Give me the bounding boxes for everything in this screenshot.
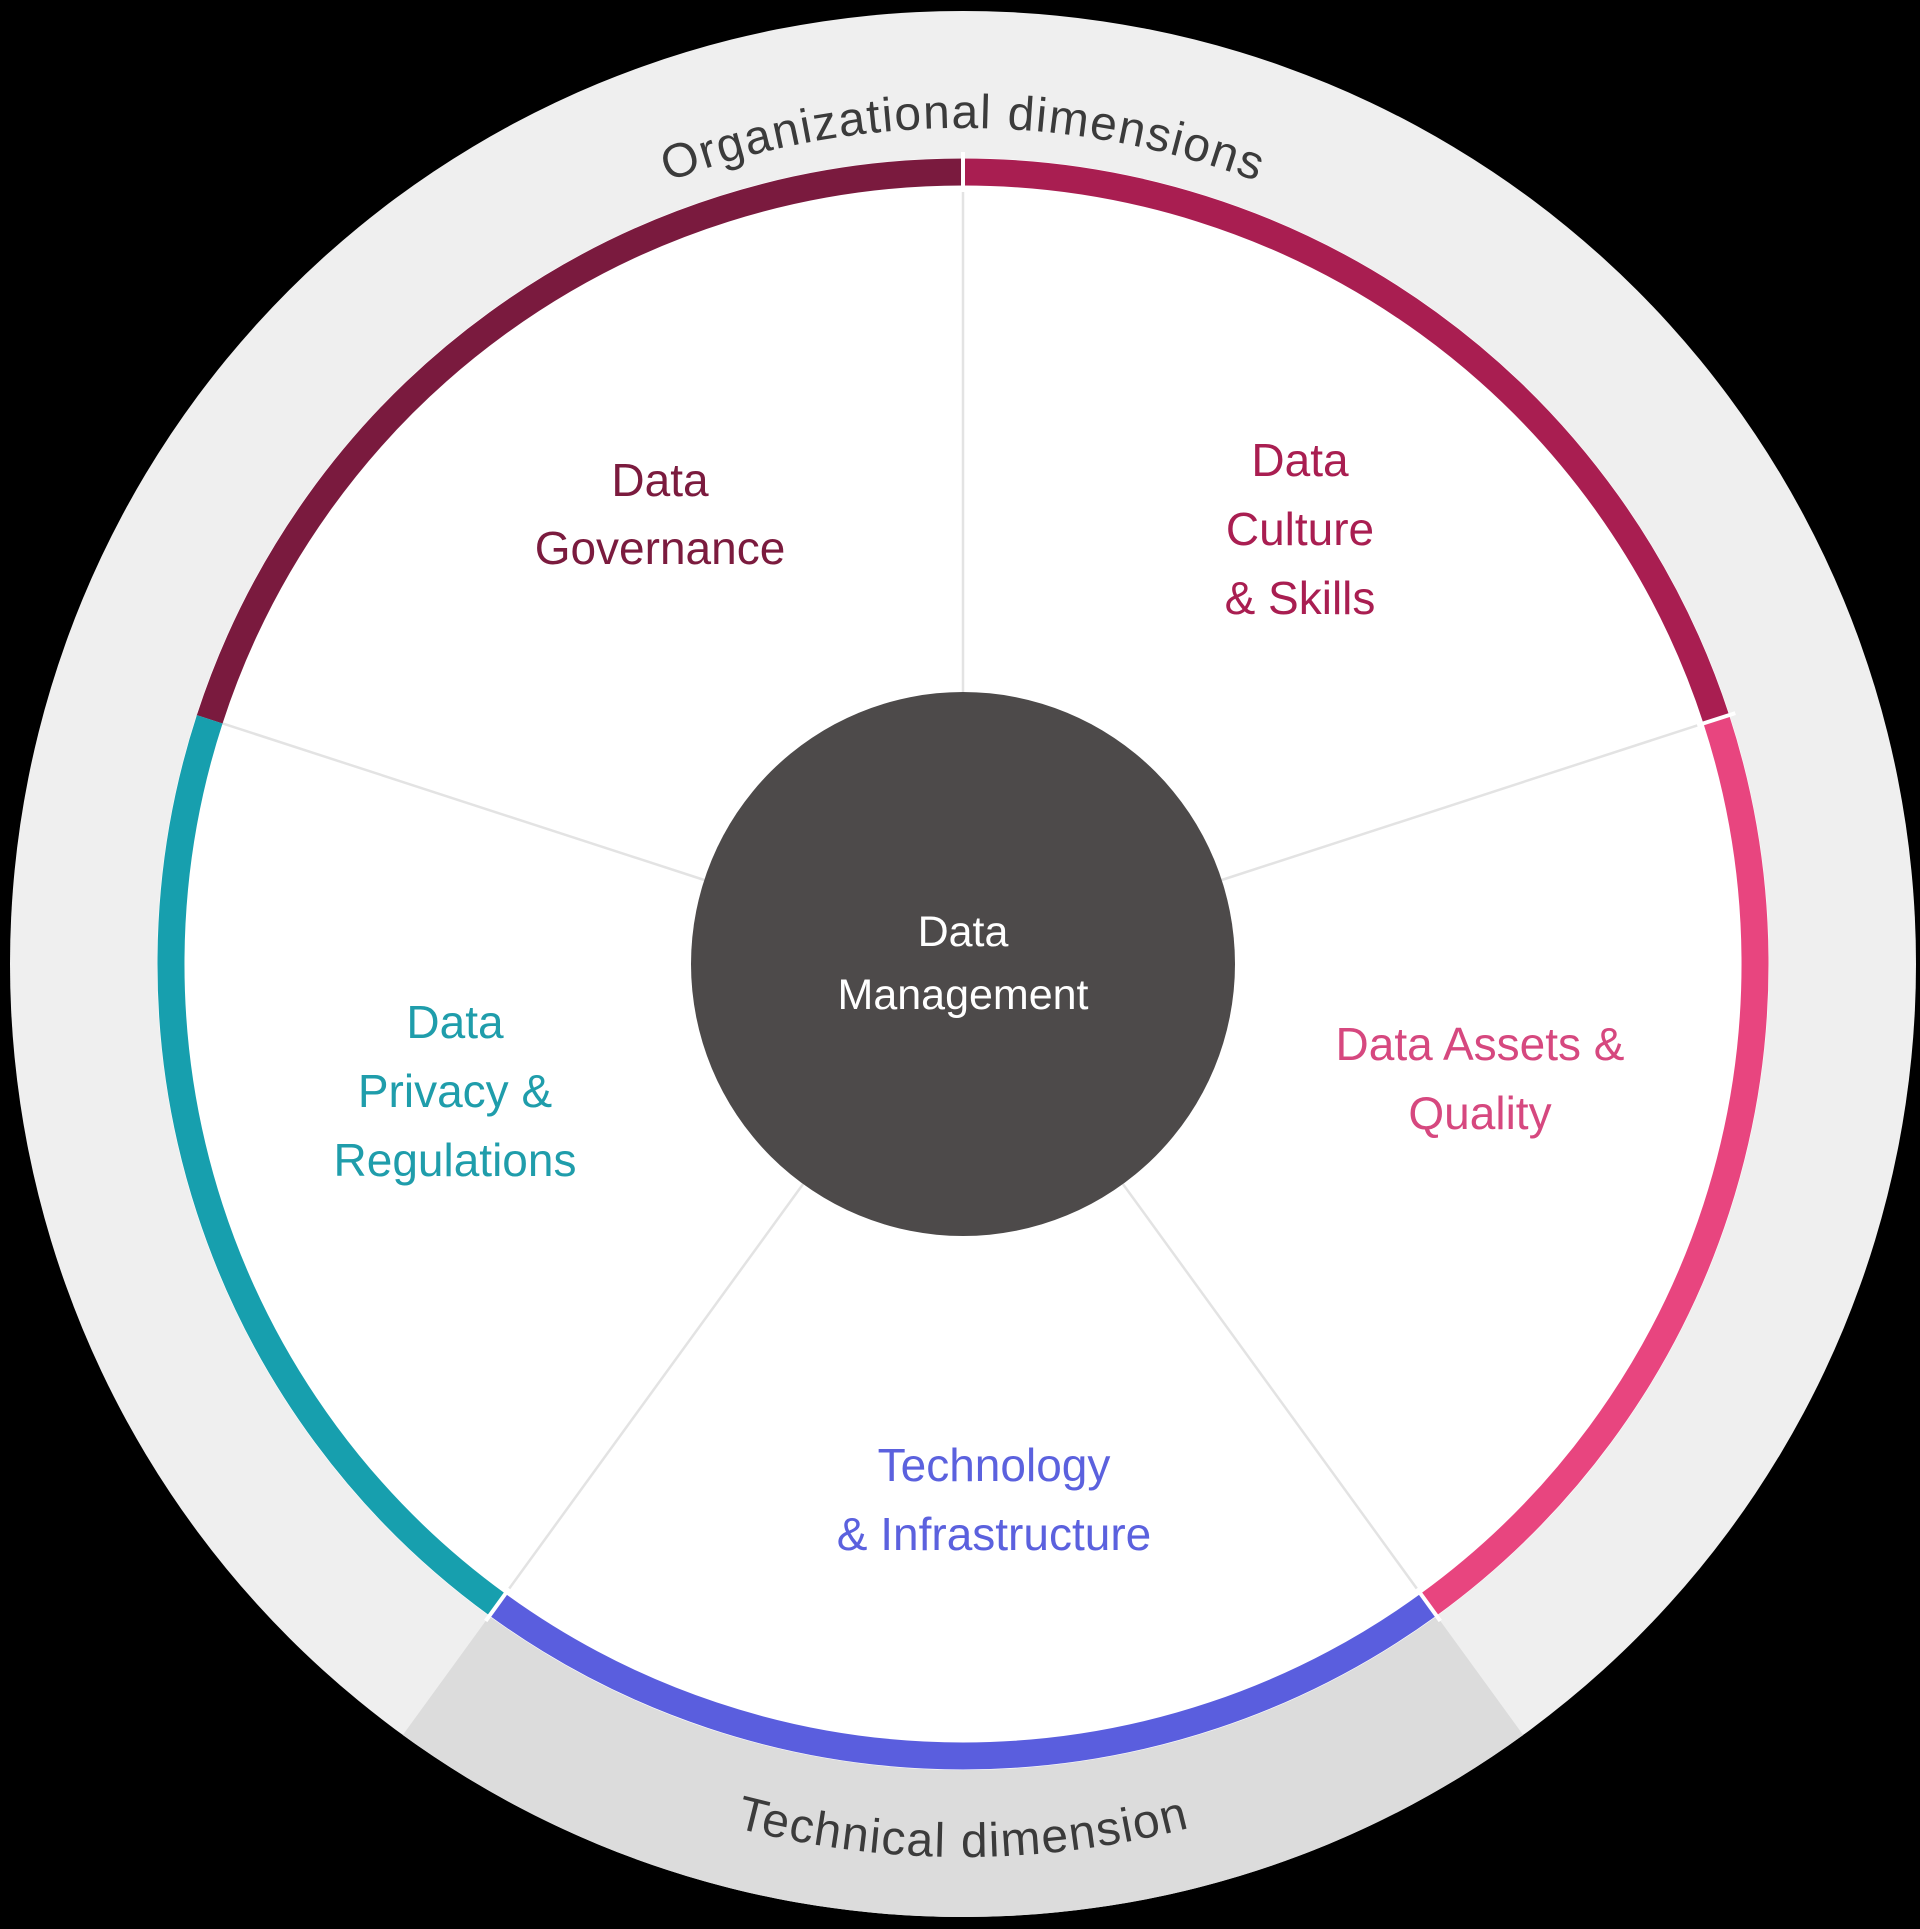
label-data-culture-skills-line2: Culture [1226,503,1374,555]
rim-gap-upper-right [1696,711,1736,728]
label-technology-infrastructure-line1: Technology [878,1439,1111,1491]
label-data-assets-quality-line1: Data Assets & [1336,1018,1625,1070]
label-data-assets-quality: Data Assets & Quality [1336,1018,1625,1139]
arc-data-culture-skills [962,158,1730,724]
center-hub-label: Data Management [838,908,1089,1019]
arc-technology-infrastructure [489,1593,1437,1770]
label-data-privacy-regulations-line3: Regulations [334,1134,577,1186]
label-data-culture-skills: Data Culture & Skills [1225,434,1376,624]
label-data-culture-skills-line3: & Skills [1225,572,1376,624]
rim-gap-lower-right [1415,1587,1442,1623]
center-hub-label-line2: Management [838,971,1089,1019]
center-hub-label-line1: Data [918,908,1009,956]
divider-lower-right [1121,1183,1438,1617]
arc-data-privacy-regulations [157,715,506,1616]
label-data-governance-line2: Governance [535,522,786,574]
divider-lower-left [488,1183,805,1617]
label-data-assets-quality-line2: Quality [1408,1087,1551,1139]
label-technology-infrastructure: Technology & Infrastructure [837,1439,1151,1560]
label-data-culture-skills-line1: Data [1251,434,1349,486]
arc-data-governance [196,158,964,724]
divider-upper-left [196,713,705,882]
label-data-privacy-regulations: Data Privacy & Regulations [334,996,577,1186]
label-data-privacy-regulations-line1: Data [406,996,504,1048]
label-technology-infrastructure-line2: & Infrastructure [837,1508,1151,1560]
technical-dimension-wedge [402,1616,1524,1918]
label-data-governance-line1: Data [611,454,709,506]
divider-upper-right [1221,713,1730,882]
label-data-privacy-regulations-line2: Privacy & [358,1065,552,1117]
arc-data-assets-quality [1420,715,1769,1616]
center-hub-circle [691,692,1235,1236]
rim-gap-lower-left [484,1587,511,1623]
label-data-governance: Data Governance [535,454,786,574]
